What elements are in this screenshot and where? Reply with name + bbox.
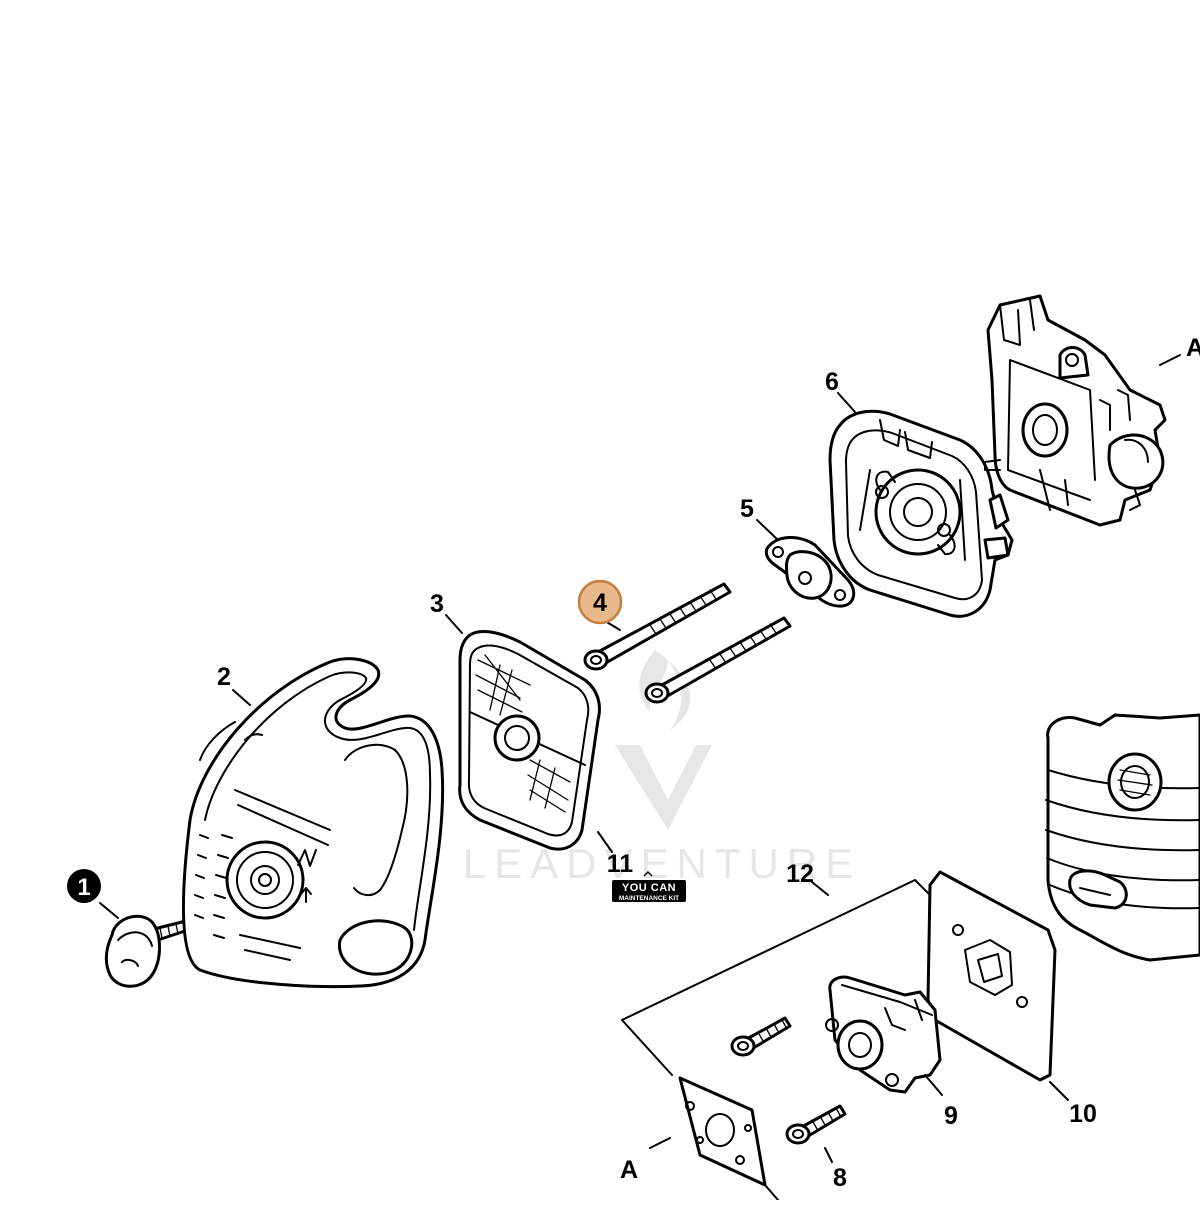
- maintenance-kit-badge[interactable]: YOU CAN MAINTENANCE KIT: [612, 870, 686, 902]
- ref-mark-a-bottom: A: [620, 1156, 638, 1184]
- callout-1: 1: [67, 869, 101, 903]
- svg-text:1: 1: [77, 874, 90, 901]
- callout-3: 3: [430, 590, 444, 618]
- callout-2: 2: [217, 663, 231, 691]
- callout-5: 5: [740, 495, 754, 523]
- callout-9: 9: [944, 1102, 958, 1130]
- part-12-bracket: [621, 879, 931, 1201]
- wrench-icon: [643, 870, 653, 877]
- small-gasket[interactable]: [678, 1076, 767, 1187]
- part-5-spacer[interactable]: [764, 536, 856, 608]
- cylinder[interactable]: [1045, 713, 1200, 962]
- callout-4-highlighted: 4: [577, 579, 623, 625]
- watermark-v-icon: [615, 745, 712, 830]
- filter-mesh-top: [475, 654, 531, 716]
- choke-symbol-icon: [297, 849, 317, 867]
- callout-11: 11: [607, 850, 634, 878]
- carburetor[interactable]: [984, 294, 1167, 527]
- callout-10: 10: [1069, 1100, 1097, 1128]
- part-10-gasket[interactable]: [926, 870, 1057, 1082]
- watermark-text: LEADVENTURE: [463, 840, 861, 887]
- part-6-filter-base[interactable]: [828, 409, 1014, 618]
- watermark-flame-icon: [639, 650, 691, 730]
- part-3-filter-frame[interactable]: [458, 630, 601, 851]
- part-8-screws[interactable]: [730, 1016, 847, 1145]
- callout-8: 8: [833, 1164, 847, 1192]
- ref-mark-a-top: A: [1186, 334, 1200, 362]
- badge-line1: YOU CAN: [622, 882, 676, 894]
- part-2-filter-cover[interactable]: [181, 657, 445, 989]
- part-1-knob[interactable]: [104, 914, 202, 988]
- callout-6: 6: [825, 368, 839, 396]
- callout-12: 12: [786, 860, 814, 888]
- part-4-screws[interactable]: [583, 582, 792, 704]
- part-9-manifold[interactable]: [825, 975, 942, 1094]
- svg-text:4: 4: [593, 589, 607, 617]
- filter-mesh-bottom: [527, 759, 571, 813]
- badge-line2: MAINTENANCE KIT: [619, 895, 679, 902]
- arrow-up-icon: [300, 887, 312, 903]
- watermark: LEADVENTURE: [463, 650, 861, 887]
